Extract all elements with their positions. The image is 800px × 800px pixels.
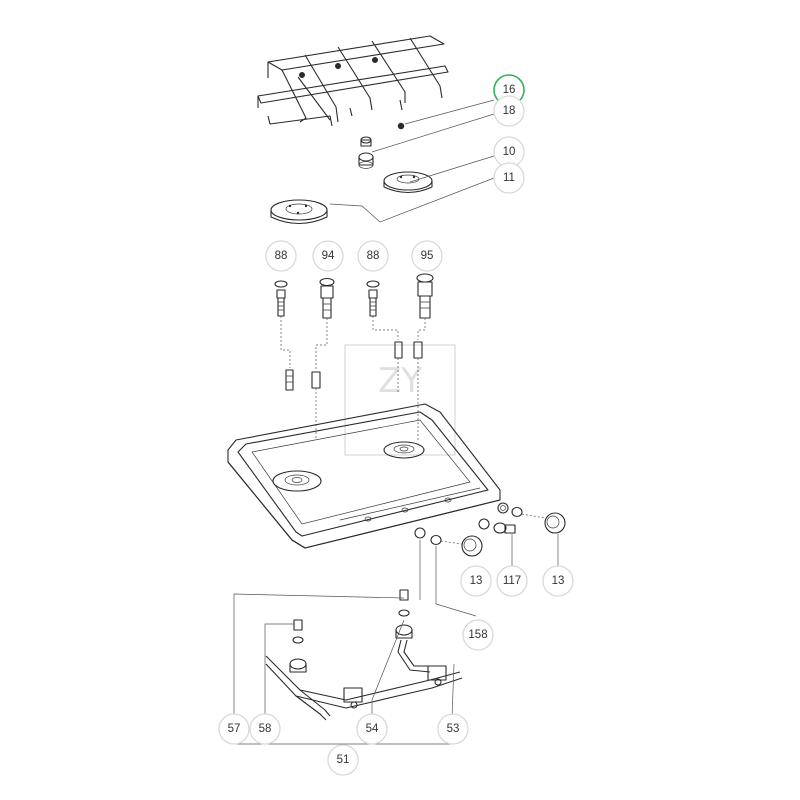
callout-158[interactable]: 158: [462, 619, 494, 651]
callout-10-label: 10: [503, 146, 516, 158]
gas-pipe-assembly: [265, 589, 463, 721]
callout-11[interactable]: 11: [493, 162, 525, 194]
callout-54-label: 54: [366, 723, 379, 735]
callout-18[interactable]: 18: [493, 95, 525, 127]
injector-column-3: [366, 280, 403, 392]
injector-column-4: [413, 273, 434, 440]
callout-88-right-label: 88: [367, 250, 380, 262]
hob-tray: [227, 403, 501, 549]
watermark-text: ZY: [378, 361, 422, 401]
callout-51-label: 51: [337, 754, 350, 766]
callout-58-label: 58: [259, 723, 272, 735]
callout-13-right-label: 13: [552, 575, 565, 587]
callout-53-label: 53: [447, 723, 460, 735]
control-knobs: [414, 502, 566, 557]
injector-column-2: [311, 277, 335, 440]
callout-88-right[interactable]: 88: [357, 240, 389, 272]
callout-117[interactable]: 117: [496, 565, 528, 597]
callout-53[interactable]: 53: [437, 713, 469, 745]
injector-column-1: [274, 280, 294, 391]
callout-10[interactable]: 10: [493, 136, 525, 168]
callout-13-left-label: 13: [470, 575, 483, 587]
burner-nut: [358, 136, 374, 169]
callout-13-left[interactable]: 13: [460, 565, 492, 597]
burner-cap-small: [383, 171, 433, 194]
callout-95-label: 95: [421, 250, 434, 262]
callout-57[interactable]: 57: [218, 713, 250, 745]
burner-cap-large: [270, 199, 328, 225]
pan-support-grid: [257, 35, 449, 130]
callout-18-label: 18: [503, 105, 516, 117]
callout-13-right[interactable]: 13: [542, 565, 574, 597]
callout-158-label: 158: [468, 629, 487, 641]
callout-88-left[interactable]: 88: [265, 240, 297, 272]
callout-11-label: 11: [503, 172, 515, 184]
callout-94[interactable]: 94: [312, 240, 344, 272]
leader-lines: [233, 99, 559, 748]
callout-57-label: 57: [228, 723, 241, 735]
callout-94-label: 94: [322, 250, 335, 262]
callout-117-label: 117: [503, 575, 521, 587]
callout-88-left-label: 88: [275, 250, 288, 262]
callout-51[interactable]: 51: [327, 744, 359, 776]
callout-58[interactable]: 58: [249, 713, 281, 745]
callout-16-label: 16: [503, 84, 516, 96]
watermark: ZY: [344, 344, 456, 456]
callout-54[interactable]: 54: [356, 713, 388, 745]
callout-95[interactable]: 95: [411, 240, 443, 272]
